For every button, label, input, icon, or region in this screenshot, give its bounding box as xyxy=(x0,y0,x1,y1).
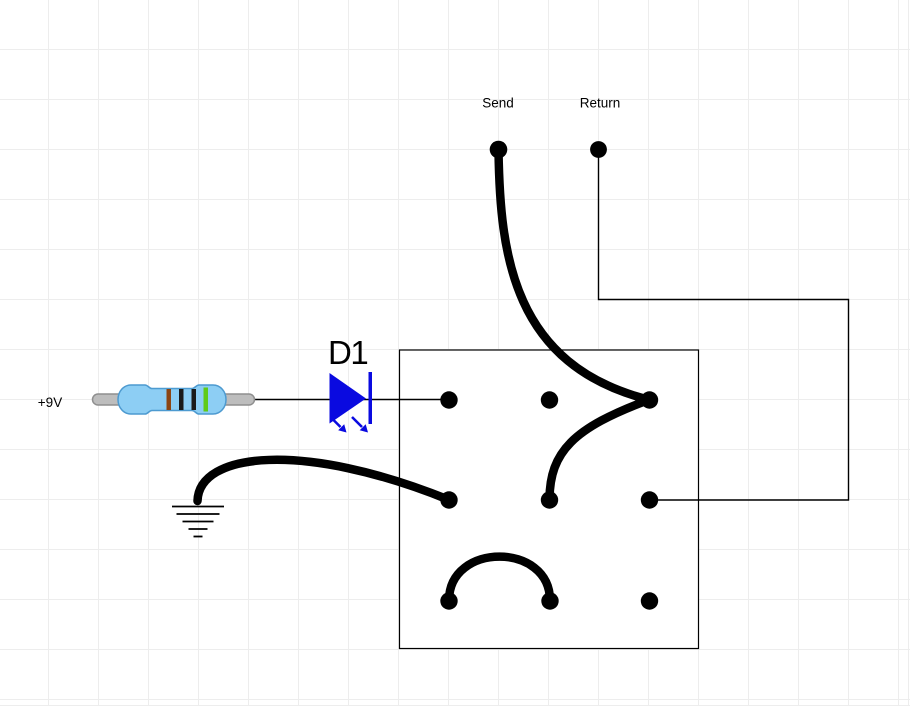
led-emission-arrowhead xyxy=(338,424,347,433)
send-terminal-dot[interactable] xyxy=(489,140,508,159)
wire-return[interactable] xyxy=(597,150,850,501)
wire-lug-link[interactable] xyxy=(545,395,653,504)
return-label: Return xyxy=(580,96,621,111)
wire-jumper-arc[interactable] xyxy=(444,552,555,605)
return-terminal-dot[interactable] xyxy=(590,141,607,158)
power-rail-label: +9V xyxy=(38,395,62,410)
wire-ground[interactable] xyxy=(193,455,453,506)
led-emission-arrow xyxy=(351,416,363,428)
switch-lug[interactable] xyxy=(440,391,458,409)
ground-symbol[interactable] xyxy=(172,505,224,538)
switch-lug[interactable] xyxy=(540,491,559,509)
wire-send[interactable] xyxy=(494,145,653,404)
resistor-band-black xyxy=(179,389,184,410)
diode-anode-triangle xyxy=(329,373,366,424)
led-emission-arrow xyxy=(329,416,342,428)
switch-lug[interactable] xyxy=(640,491,659,509)
switch-lug[interactable] xyxy=(540,391,559,409)
resistor[interactable] xyxy=(91,384,256,415)
switch-lug[interactable] xyxy=(640,592,659,610)
diode-designator-label: D1 xyxy=(328,334,367,371)
resistor-band-green xyxy=(203,387,208,412)
switch-lug[interactable] xyxy=(440,491,458,509)
led-emission-arrowhead xyxy=(359,424,368,433)
resistor-body xyxy=(117,384,227,415)
switch-lug[interactable] xyxy=(541,592,559,610)
send-label: Send xyxy=(482,96,514,111)
resistor-band-black xyxy=(191,389,196,410)
switch-lug[interactable] xyxy=(440,592,458,610)
resistor-band-brown xyxy=(166,389,171,410)
diode-cathode-bar xyxy=(368,372,372,424)
switch-lug[interactable] xyxy=(640,391,659,409)
diode-d1[interactable] xyxy=(329,372,373,433)
